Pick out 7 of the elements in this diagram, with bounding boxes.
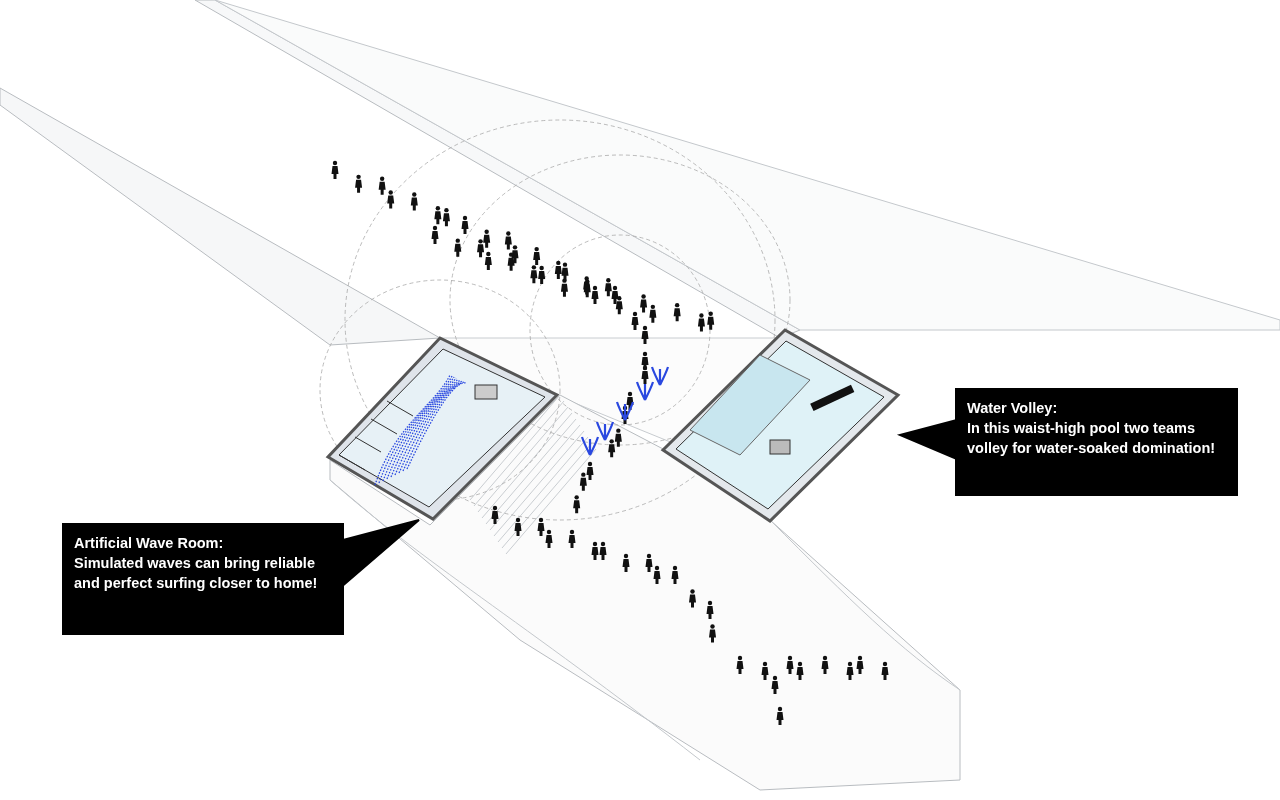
callout-text: Simulated waves can bring reliable and perfect surfing closer to home! <box>74 554 319 593</box>
callout-heading: Artificial Wave Room: <box>74 534 225 553</box>
callout-box <box>955 388 1238 496</box>
callout-text: In this waist-high pool two teams volley for water-soaked domination! <box>967 419 1217 458</box>
callout-heading: Water Volley: <box>967 399 1059 418</box>
callout-pointer <box>896 419 956 460</box>
callout-pointer <box>343 519 420 587</box>
